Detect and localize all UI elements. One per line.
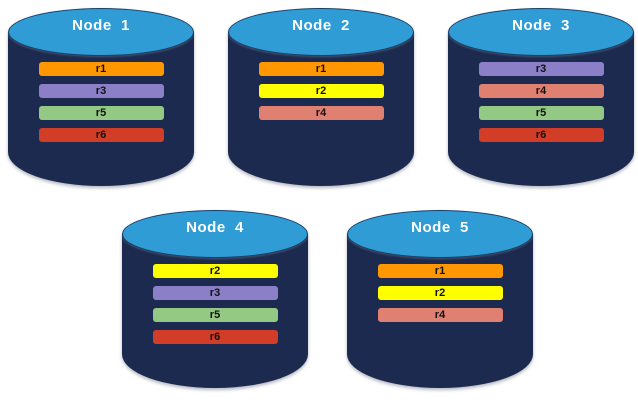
node-label: Node 4 xyxy=(186,219,244,236)
database-node-1[interactable]: Node 1 r1 r3 r5 r6 xyxy=(8,8,194,186)
node-label: Node 3 xyxy=(512,17,570,34)
replica-list: r2 r3 r5 r6 xyxy=(122,264,308,352)
replica-bar[interactable]: r6 xyxy=(38,128,164,142)
replica-bar[interactable]: r4 xyxy=(258,106,384,120)
replica-bar[interactable]: r4 xyxy=(478,84,604,98)
node-label: Node 1 xyxy=(72,17,130,34)
database-node-3[interactable]: Node 3 r3 r4 r5 r6 xyxy=(448,8,634,186)
replica-bar[interactable]: r6 xyxy=(152,330,278,344)
replica-bar[interactable]: r5 xyxy=(38,106,164,120)
replica-bar[interactable]: r5 xyxy=(152,308,278,322)
cylinder-top-ellipse xyxy=(8,8,194,56)
replica-list: r1 r2 r4 xyxy=(347,264,533,330)
replica-bar[interactable]: r3 xyxy=(38,84,164,98)
replica-list: r1 r3 r5 r6 xyxy=(8,62,194,150)
replica-bar[interactable]: r2 xyxy=(152,264,278,278)
replica-bar[interactable]: r1 xyxy=(377,264,503,278)
node-label: Node 2 xyxy=(292,17,350,34)
replica-list: r3 r4 r5 r6 xyxy=(448,62,634,150)
replica-bar[interactable]: r3 xyxy=(478,62,604,76)
cylinder-top-ellipse xyxy=(347,210,533,258)
replica-bar[interactable]: r5 xyxy=(478,106,604,120)
replica-bar[interactable]: r2 xyxy=(377,286,503,300)
replica-list: r1 r2 r4 xyxy=(228,62,414,128)
cylinder-top-ellipse xyxy=(228,8,414,56)
node-label: Node 5 xyxy=(411,219,469,236)
database-node-5[interactable]: Node 5 r1 r2 r4 xyxy=(347,210,533,388)
replica-bar[interactable]: r6 xyxy=(478,128,604,142)
replica-bar[interactable]: r1 xyxy=(38,62,164,76)
cylinder-top-ellipse xyxy=(448,8,634,56)
database-node-2[interactable]: Node 2 r1 r2 r4 xyxy=(228,8,414,186)
replica-bar[interactable]: r3 xyxy=(152,286,278,300)
replica-bar[interactable]: r2 xyxy=(258,84,384,98)
database-node-4[interactable]: Node 4 r2 r3 r5 r6 xyxy=(122,210,308,388)
replica-bar[interactable]: r1 xyxy=(258,62,384,76)
replica-bar[interactable]: r4 xyxy=(377,308,503,322)
cylinder-top-ellipse xyxy=(122,210,308,258)
